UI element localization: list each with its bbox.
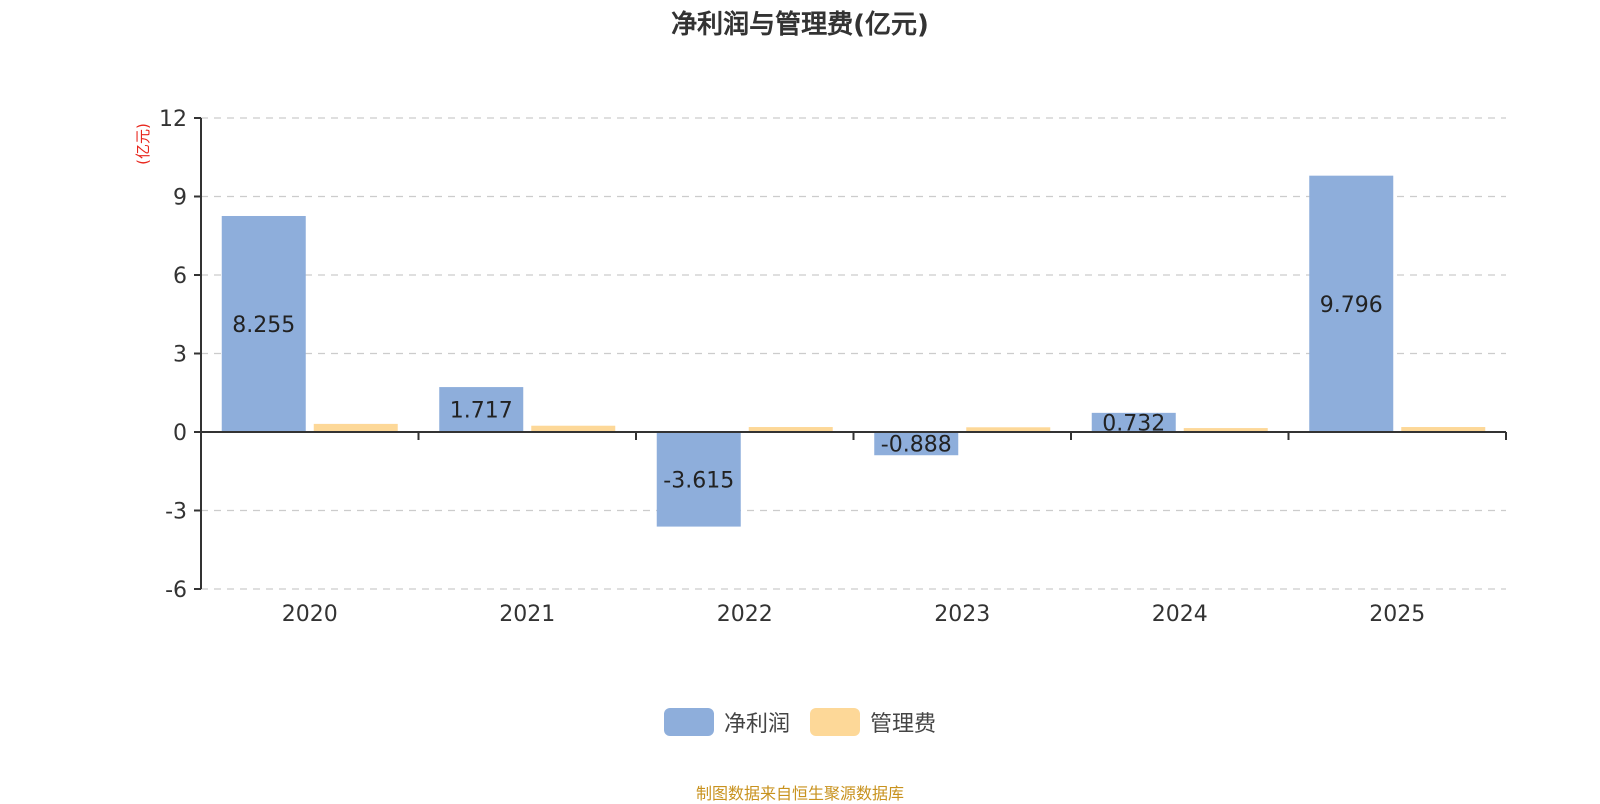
- bar-admin-expense: [748, 427, 833, 432]
- legend: 净利润 管理费: [0, 706, 1600, 738]
- x-tick-label: 2021: [499, 602, 555, 627]
- x-tick-label: 2024: [1152, 602, 1208, 627]
- bar-net-profit: [1091, 412, 1176, 432]
- bar-admin-expense: [1183, 428, 1268, 432]
- gridlines: [201, 117, 1506, 590]
- axes: -6 -3 0 3 6 9 12 (亿元) 2020 2021 2022 2023 2024 2025: [134, 107, 1507, 627]
- bar-net-profit: [656, 432, 741, 527]
- bar-net-profit: [874, 432, 959, 456]
- data-label: -3.615: [663, 468, 734, 493]
- legend-item-admin-expense[interactable]: 管理费: [810, 706, 936, 738]
- bar-net-profit: [439, 387, 524, 432]
- bar-admin-expense: [531, 425, 616, 432]
- legend-swatch-admin-expense: [810, 708, 860, 736]
- bar-admin-expense: [313, 423, 398, 432]
- data-labels: 8.255 1.717 -3.615 -0.888 0.732 9.796: [232, 293, 1382, 493]
- legend-swatch-net-profit: [663, 708, 714, 736]
- y-tick-label: 6: [173, 264, 187, 289]
- y-tick-label: 3: [173, 343, 187, 368]
- x-tick-label: 2025: [1369, 602, 1425, 627]
- y-tick-label: 0: [173, 421, 187, 446]
- y-tick-label: 9: [173, 186, 187, 211]
- y-tick-label: -3: [165, 500, 187, 525]
- x-tick-label: 2022: [717, 602, 773, 627]
- chart-title: 净利润与管理费(亿元): [671, 10, 929, 40]
- data-source-footer: 制图数据来自恒生聚源数据库: [695, 784, 904, 803]
- bar-admin-expense: [1401, 427, 1486, 432]
- bars: [221, 175, 1486, 527]
- y-axis-label: (亿元): [134, 123, 152, 165]
- data-label: 8.255: [232, 313, 295, 338]
- data-label: 1.717: [450, 399, 513, 424]
- legend-item-net-profit[interactable]: 净利润: [663, 706, 790, 738]
- bar-net-profit: [221, 215, 306, 432]
- data-label: -0.888: [881, 433, 952, 458]
- legend-label-admin-expense: 管理费: [870, 712, 937, 737]
- bar-net-profit: [1309, 175, 1394, 432]
- y-tick-label: -6: [165, 578, 187, 603]
- data-label: 9.796: [1320, 293, 1383, 318]
- y-tick-label: 12: [159, 107, 187, 132]
- x-tick-label: 2020: [282, 602, 338, 627]
- bar-admin-expense: [966, 427, 1051, 432]
- data-label: 0.732: [1102, 411, 1165, 436]
- x-tick-label: 2023: [934, 602, 990, 627]
- legend-label-net-profit: 净利润: [723, 712, 790, 737]
